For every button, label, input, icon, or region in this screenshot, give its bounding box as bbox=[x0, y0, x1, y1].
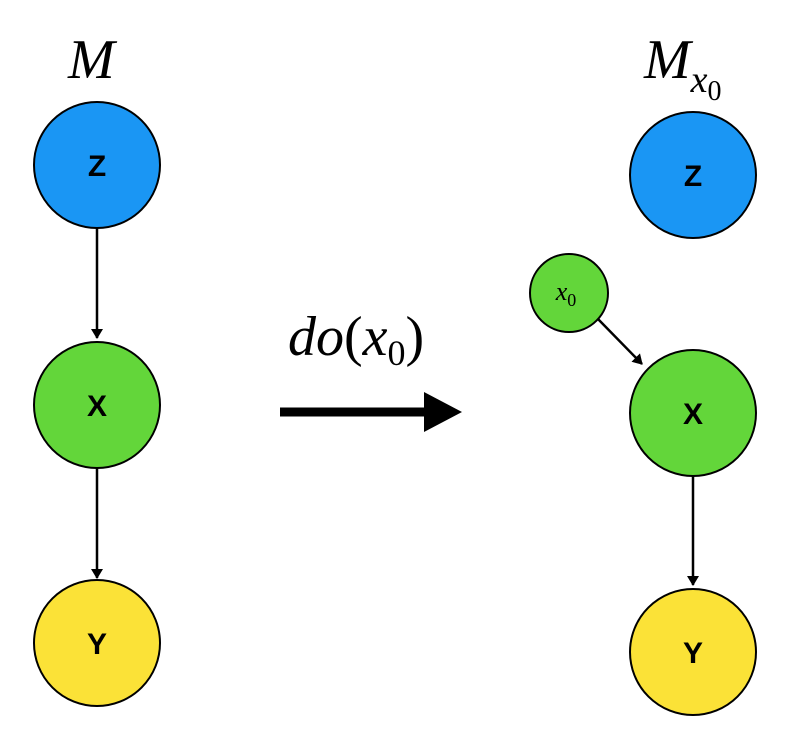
right-node-x bbox=[629, 349, 757, 477]
left-node-y-label: Y bbox=[87, 628, 107, 661]
edge-x0-to-x-right bbox=[596, 317, 643, 365]
left-node-z bbox=[33, 101, 161, 229]
right-node-x0-label: x0 bbox=[555, 277, 577, 310]
left-model-title: M bbox=[67, 29, 118, 91]
right-node-x-label: X bbox=[683, 398, 703, 431]
right-model-title: Mx0 bbox=[643, 29, 722, 107]
intervention-arrow-head bbox=[424, 392, 462, 432]
right-node-z-label: Z bbox=[684, 160, 702, 193]
right-node-x0 bbox=[529, 253, 609, 333]
right-node-y-label: Y bbox=[683, 637, 703, 670]
right-node-y bbox=[629, 588, 757, 716]
left-node-x-label: X bbox=[87, 390, 107, 423]
left-node-x bbox=[33, 341, 161, 469]
left-node-y bbox=[33, 579, 161, 707]
intervention-label: do(x0) bbox=[288, 306, 424, 373]
left-node-z-label: Z bbox=[88, 150, 106, 183]
right-node-z bbox=[629, 111, 757, 239]
